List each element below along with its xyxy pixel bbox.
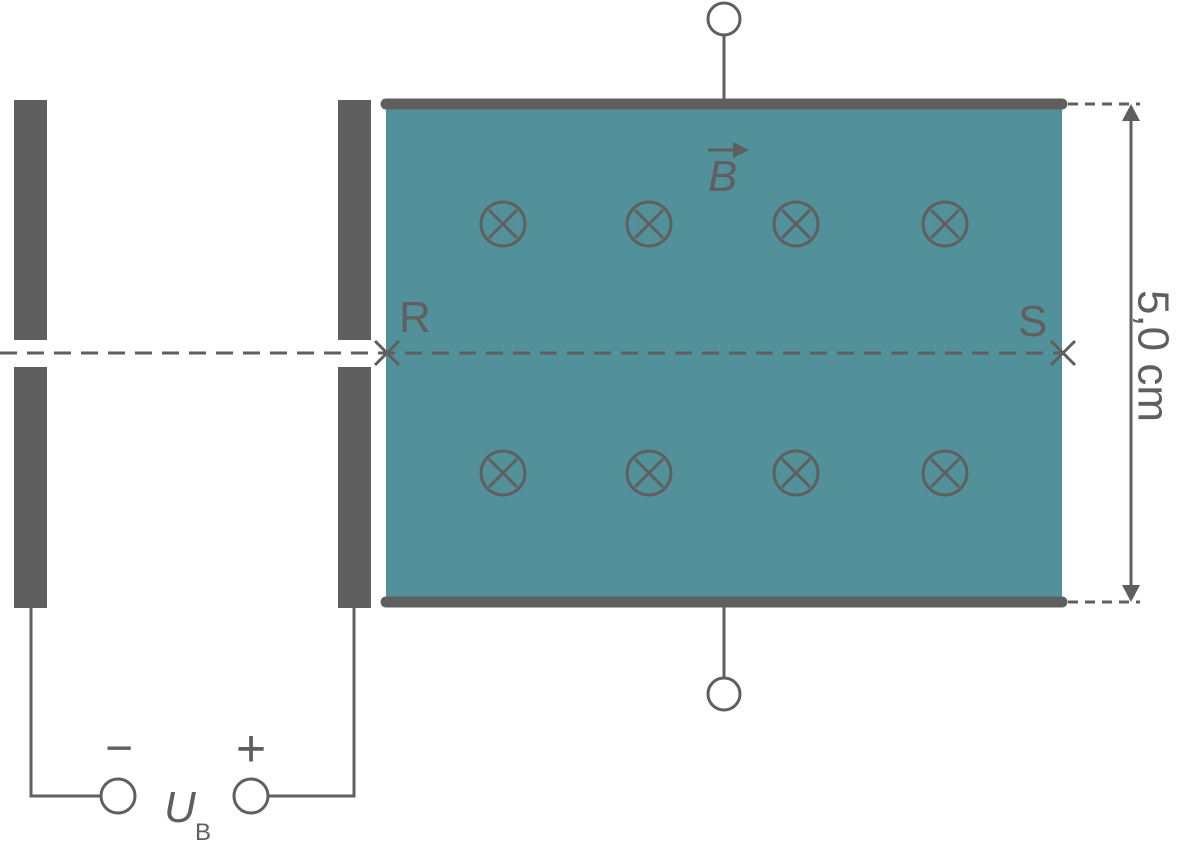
plus-terminal bbox=[232, 777, 270, 815]
dimension-arrow-down bbox=[1122, 585, 1140, 602]
field-into-page-icon bbox=[625, 449, 673, 497]
left-plate-lower bbox=[14, 367, 47, 608]
point-s-label: S bbox=[1018, 297, 1047, 346]
distance-label: 5,0 cm bbox=[1128, 290, 1177, 422]
top-terminal bbox=[706, 1, 742, 99]
right-plate-lower bbox=[338, 367, 371, 608]
distance-dimension bbox=[1068, 102, 1140, 604]
field-vector-arrow bbox=[708, 142, 749, 158]
field-into-page-icon bbox=[479, 200, 527, 248]
point-r-marker bbox=[373, 339, 401, 367]
supply-circuit bbox=[29, 608, 356, 798]
voltage-symbol-label: U bbox=[164, 783, 196, 832]
field-symbols bbox=[479, 200, 969, 497]
field-into-page-icon bbox=[772, 449, 820, 497]
point-r-label: R bbox=[399, 293, 431, 342]
bottom-terminal bbox=[706, 607, 742, 712]
dimension-arrow-up bbox=[1122, 104, 1140, 121]
minus-sign-label: − bbox=[105, 722, 133, 775]
plus-sign-label: + bbox=[236, 720, 266, 778]
field-into-page-icon bbox=[625, 200, 673, 248]
right-plate-upper bbox=[338, 100, 371, 340]
field-into-page-icon bbox=[479, 449, 527, 497]
field-into-page-icon bbox=[921, 200, 969, 248]
voltage-subscript-label: B bbox=[195, 819, 211, 846]
field-into-page-icon bbox=[921, 449, 969, 497]
point-s-marker bbox=[1049, 339, 1077, 367]
field-symbol-label: B bbox=[708, 152, 737, 201]
field-into-page-icon bbox=[772, 200, 820, 248]
left-plate-upper bbox=[14, 100, 47, 340]
minus-terminal bbox=[99, 777, 137, 815]
